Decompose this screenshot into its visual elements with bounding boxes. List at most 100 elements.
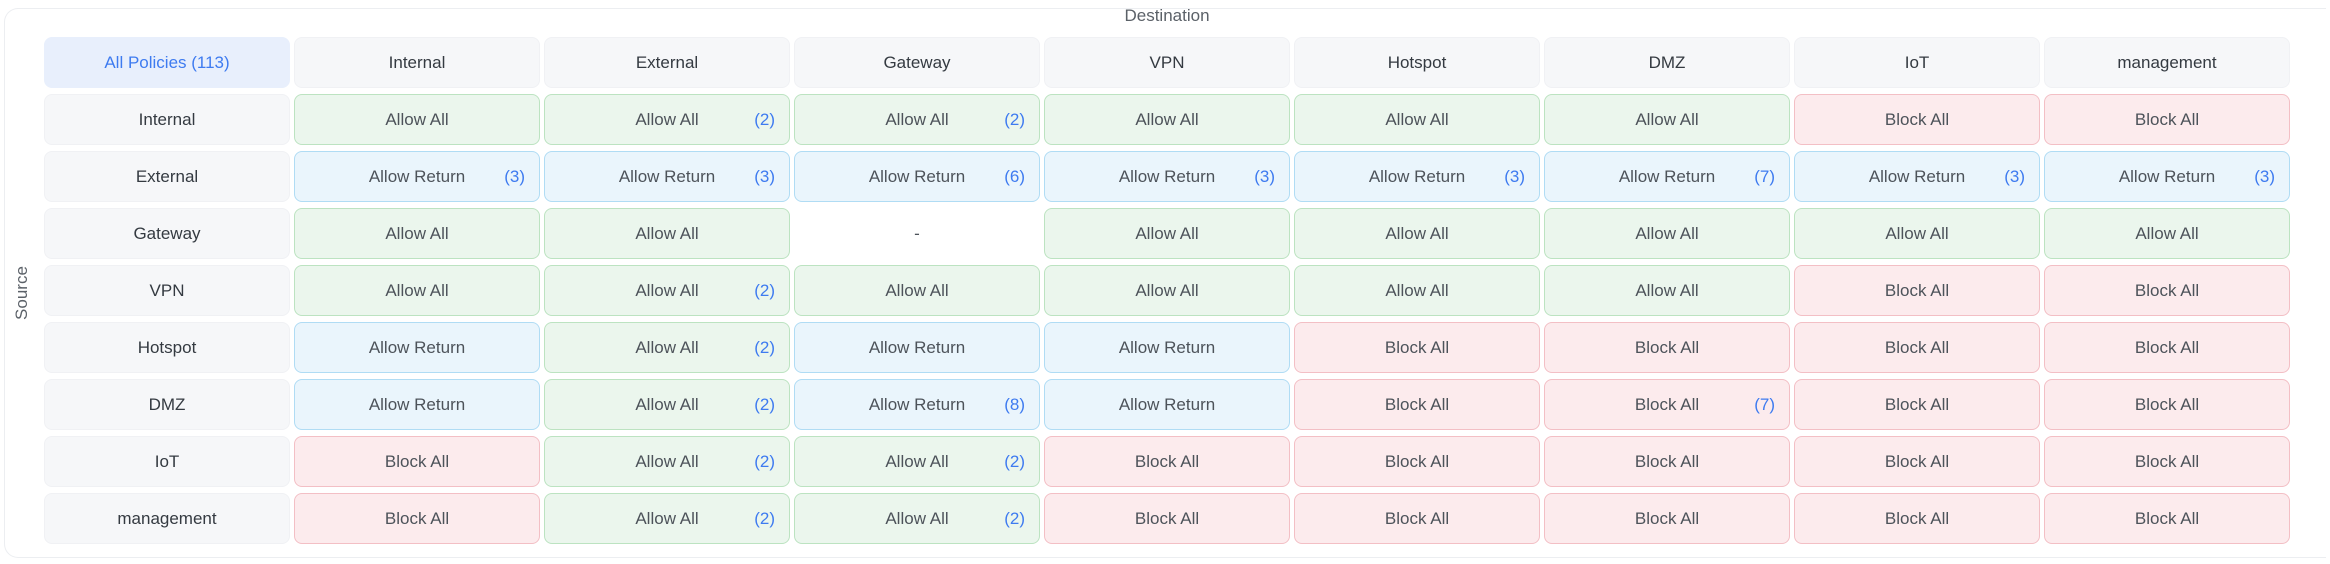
policy-cell-management-to-internal[interactable]: Block All [294,493,540,544]
policy-cell-dmz-to-iot-label: Block All [1884,394,1950,414]
policy-cell-internal-to-management-label: Block All [2134,109,2200,129]
policy-cell-vpn-to-internal[interactable]: Allow All [294,265,540,316]
policy-count-badge: (2) [754,280,775,300]
policy-cell-external-to-management-label: Allow Return [2118,166,2216,186]
policy-cell-vpn-to-vpn-label: Allow All [1135,280,1199,300]
policy-cell-internal-to-hotspot[interactable]: Allow All [1294,94,1540,145]
policy-cell-vpn-to-management[interactable]: Block All [2044,265,2290,316]
policy-cell-dmz-to-internal-label: Allow Return [368,394,466,414]
column-header-gateway: Gateway [794,37,1040,88]
policy-cell-gateway-to-management[interactable]: Allow All [2044,208,2290,259]
policy-cell-gateway-to-hotspot[interactable]: Allow All [1294,208,1540,259]
policy-cell-external-to-iot[interactable]: Allow Return(3) [1794,151,2040,202]
policy-cell-dmz-to-hotspot[interactable]: Block All [1294,379,1540,430]
policy-cell-external-to-external[interactable]: Allow Return(3) [544,151,790,202]
policy-cell-internal-to-vpn[interactable]: Allow All [1044,94,1290,145]
policy-cell-external-to-vpn[interactable]: Allow Return(3) [1044,151,1290,202]
policy-cell-internal-to-gateway[interactable]: Allow All(2) [794,94,1040,145]
policy-cell-gateway-to-iot[interactable]: Allow All [1794,208,2040,259]
policy-cell-vpn-to-gateway-label: Allow All [885,280,949,300]
policy-cell-internal-to-management[interactable]: Block All [2044,94,2290,145]
policy-cell-vpn-to-vpn[interactable]: Allow All [1044,265,1290,316]
policy-cell-iot-to-management[interactable]: Block All [2044,436,2290,487]
policy-cell-management-to-hotspot-label: Block All [1384,508,1450,528]
column-header-management: management [2044,37,2290,88]
policy-cell-external-to-management[interactable]: Allow Return(3) [2044,151,2290,202]
policy-cell-management-to-iot[interactable]: Block All [1794,493,2040,544]
policy-cell-vpn-to-dmz-label: Allow All [1635,280,1699,300]
policy-cell-gateway-to-external[interactable]: Allow All [544,208,790,259]
policy-cell-iot-to-gateway[interactable]: Allow All(2) [794,436,1040,487]
policy-count-badge: (3) [2004,166,2025,186]
policy-count-badge: (3) [504,166,525,186]
policy-cell-dmz-to-dmz[interactable]: Block All (7) [1544,379,1790,430]
policy-cell-hotspot-to-iot-label: Block All [1884,337,1950,357]
policy-cell-external-to-vpn-label: Allow Return [1118,166,1216,186]
all-policies-button[interactable]: All Policies (113) [44,37,290,88]
policy-cell-hotspot-to-internal[interactable]: Allow Return [294,322,540,373]
row-header-iot: IoT [44,436,290,487]
policy-cell-external-to-hotspot[interactable]: Allow Return(3) [1294,151,1540,202]
policy-cell-vpn-to-gateway[interactable]: Allow All [794,265,1040,316]
policy-cell-dmz-to-internal[interactable]: Allow Return [294,379,540,430]
policy-cell-internal-to-internal[interactable]: Allow All [294,94,540,145]
policy-cell-vpn-to-iot-label: Block All [1884,280,1950,300]
policy-cell-hotspot-to-external[interactable]: Allow All(2) [544,322,790,373]
policy-cell-internal-to-gateway-label: Allow All [885,109,949,129]
policy-count-badge: (7) [1754,394,1775,414]
policy-cell-dmz-to-dmz-label: Block All [1634,394,1700,414]
policy-cell-external-to-internal-label: Allow Return [368,166,466,186]
policy-cell-management-to-management[interactable]: Block All [2044,493,2290,544]
policy-cell-management-to-vpn[interactable]: Block All [1044,493,1290,544]
policy-cell-iot-to-vpn-label: Block All [1134,451,1200,471]
policy-cell-iot-to-dmz[interactable]: Block All [1544,436,1790,487]
policy-cell-internal-to-iot[interactable]: Block All [1794,94,2040,145]
policy-cell-hotspot-to-management[interactable]: Block All [2044,322,2290,373]
policy-cell-gateway-to-vpn[interactable]: Allow All [1044,208,1290,259]
policy-cell-external-to-internal[interactable]: Allow Return (3) [294,151,540,202]
policy-cell-management-to-external[interactable]: Allow All(2) [544,493,790,544]
policy-cell-external-to-gateway-label: Allow Return [868,166,966,186]
policy-cell-hotspot-to-iot[interactable]: Block All [1794,322,2040,373]
policy-cell-dmz-to-external[interactable]: Allow All(2) [544,379,790,430]
policy-cell-hotspot-to-vpn[interactable]: Allow Return [1044,322,1290,373]
policy-cell-internal-to-dmz[interactable]: Allow All [1544,94,1790,145]
policy-cell-management-to-gateway[interactable]: Allow All(2) [794,493,1040,544]
policy-cell-vpn-to-hotspot[interactable]: Allow All [1294,265,1540,316]
policy-count-badge: (2) [754,508,775,528]
policy-cell-vpn-to-external[interactable]: Allow All(2) [544,265,790,316]
policy-cell-vpn-to-hotspot-label: Allow All [1385,280,1449,300]
policy-cell-gateway-to-internal[interactable]: Allow All [294,208,540,259]
row-header-internal: Internal [44,94,290,145]
policy-cell-dmz-to-vpn[interactable]: Allow Return [1044,379,1290,430]
policy-cell-iot-to-iot[interactable]: Block All [1794,436,2040,487]
policy-cell-vpn-to-dmz[interactable]: Allow All [1544,265,1790,316]
policy-cell-management-to-dmz[interactable]: Block All [1544,493,1790,544]
policy-count-badge: (2) [754,337,775,357]
policy-cell-vpn-to-iot[interactable]: Block All [1794,265,2040,316]
policy-cell-hotspot-to-dmz[interactable]: Block All [1544,322,1790,373]
policy-count-badge: (2) [754,394,775,414]
destination-axis-label: Destination [1124,6,1210,25]
policy-cell-dmz-to-gateway[interactable]: Allow Return(8) [794,379,1040,430]
policy-cell-internal-to-external[interactable]: Allow All(2) [544,94,790,145]
policy-cell-external-to-gateway[interactable]: Allow Return(6) [794,151,1040,202]
policy-cell-iot-to-internal[interactable]: Block All [294,436,540,487]
policy-cell-dmz-to-management-label: Block All [2134,394,2200,414]
policy-cell-external-to-dmz[interactable]: Allow Return(7) [1544,151,1790,202]
row-header-gateway: Gateway [44,208,290,259]
policy-cell-iot-to-hotspot[interactable]: Block All [1294,436,1540,487]
policy-cell-iot-to-external[interactable]: Allow All(2) [544,436,790,487]
row-header-external-label: External [135,166,199,186]
policy-cell-iot-to-vpn[interactable]: Block All [1044,436,1290,487]
policy-cell-gateway-to-iot-label: Allow All [1885,223,1949,243]
policy-cell-hotspot-to-gateway[interactable]: Allow Return [794,322,1040,373]
policy-cell-hotspot-to-hotspot[interactable]: Block All [1294,322,1540,373]
matrix-panel-border [4,8,2326,558]
policy-cell-hotspot-to-hotspot-label: Block All [1384,337,1450,357]
policy-cell-hotspot-to-management-label: Block All [2134,337,2200,357]
policy-cell-management-to-hotspot[interactable]: Block All [1294,493,1540,544]
policy-cell-gateway-to-dmz[interactable]: Allow All [1544,208,1790,259]
policy-cell-dmz-to-management[interactable]: Block All [2044,379,2290,430]
policy-cell-dmz-to-iot[interactable]: Block All [1794,379,2040,430]
